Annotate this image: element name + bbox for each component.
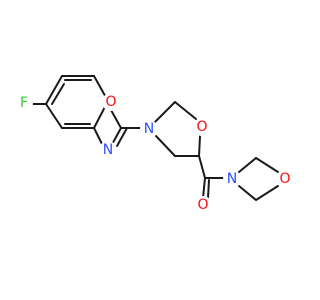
bond-27	[255, 185, 279, 201]
benzoxazole-oxygen-atom: O	[102, 93, 120, 111]
bond-13	[116, 127, 128, 147]
bond-10	[51, 83, 65, 105]
morpholine-oxygen-atom: O	[193, 118, 211, 136]
terminal-morpholine-oxygen-atom: O	[276, 170, 294, 188]
bond-1	[45, 75, 63, 105]
molecule-structure: F O N N O O N	[15, 75, 294, 214]
morpholine-oxygen-label: O	[196, 119, 207, 135]
benzoxazole-nitrogen-atom: N	[99, 141, 117, 159]
bond-25	[238, 157, 257, 173]
morpholine-nitrogen-atom: N	[140, 120, 158, 138]
benzoxazole-oxygen-label: O	[105, 94, 116, 110]
amide-nitrogen-label: N	[227, 171, 237, 187]
bond-16	[154, 101, 176, 123]
bond-14	[93, 127, 104, 147]
molecule-diagram: F O N N O O N	[15, 75, 294, 214]
fluorine-atom: F	[15, 94, 33, 112]
bond-23	[207, 179, 210, 199]
bond-21	[198, 155, 206, 179]
amide-nitrogen-atom: N	[223, 170, 241, 188]
benzoxazole-nitrogen-label: N	[103, 142, 113, 158]
bond-6	[45, 103, 63, 129]
carbonyl-oxygen-atom: O	[194, 196, 212, 214]
bond-20	[155, 135, 176, 157]
bond-28	[238, 185, 257, 201]
fluorine-label: F	[20, 95, 28, 111]
atom-labels-layer: F O N N O O N	[15, 93, 294, 214]
carbonyl-oxygen-label: O	[197, 197, 208, 213]
bonds-layer	[30, 75, 279, 201]
bond-18	[198, 135, 201, 157]
bond-22	[202, 177, 206, 199]
terminal-morpholine-oxygen-label: O	[279, 171, 290, 187]
morpholine-nitrogen-label: N	[144, 121, 154, 137]
bond-26	[255, 157, 279, 173]
bond-17	[174, 101, 197, 120]
